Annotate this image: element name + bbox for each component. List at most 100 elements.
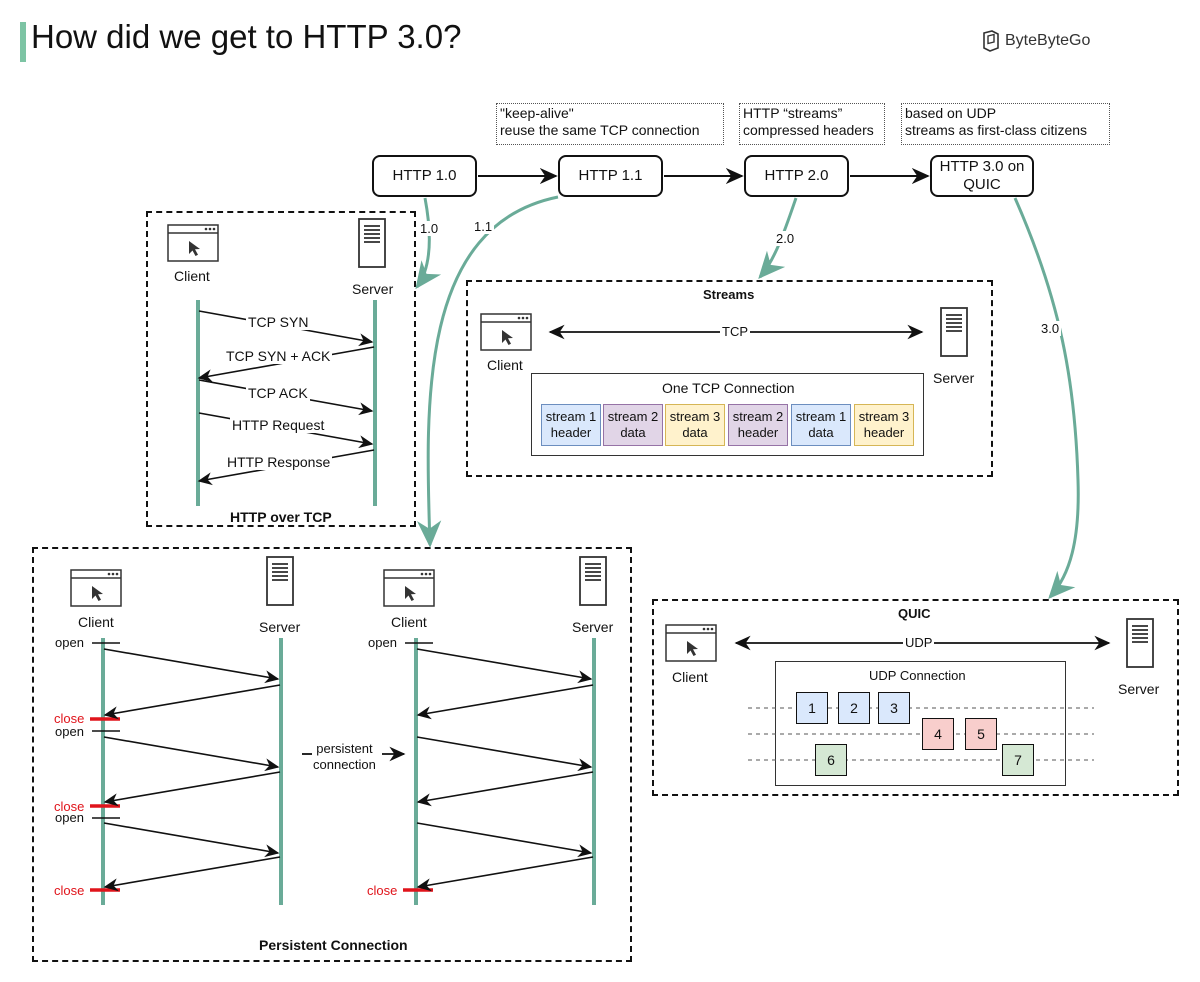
server-label: Server [572,619,614,635]
pane-title-http-over-tcp: HTTP over TCP [230,509,332,525]
client-icon [665,624,717,662]
client-icon [70,569,122,607]
stream-box-line1: stream 1 [795,409,847,424]
edge-label-10: 1.0 [418,221,441,236]
request-arrow [103,736,280,772]
close-label: close [54,799,85,814]
request-arrow [416,736,593,772]
udp-packet: 3 [878,692,910,724]
msg-tcp-synack: TCP SYN + ACK [224,348,333,364]
connector-http30 [1013,197,1080,599]
connector-http11 [417,195,559,548]
udp-packet: 1 [796,692,828,724]
persistent-label-line2: connection [313,757,376,772]
udp-link-label: UDP [903,635,935,650]
pane-streams [466,280,993,477]
persistent-label-line1: persistent [316,741,373,756]
client-label: Client [78,614,114,630]
pane-title-quic: QUIC [898,606,931,621]
note-http11-line2: reuse the same TCP connection [500,122,700,138]
stream-box-line2: header [737,425,779,440]
response-arrow [416,856,594,892]
pane-persistent-connection [32,547,632,962]
pane-title-persistent-connection: Persistent Connection [259,937,408,953]
udp-packet: 4 [922,718,954,750]
note-http20-line1: HTTP “streams” [743,105,843,121]
udp-packet: 6 [815,744,847,776]
server-label: Server [933,370,975,386]
stream-box-line1: stream 2 [732,409,784,424]
edge-label-11: 1.1 [472,219,495,234]
pc-left-messages [103,648,281,892]
response-arrow [103,856,281,892]
server-icon [266,556,294,606]
brand-name: ByteByteGo [1005,32,1091,49]
client-icon [167,224,219,262]
persistent-connection-label: persistent connection [313,741,376,773]
stream-box-line1: stream 3 [858,409,910,424]
server-label: Server [1118,681,1160,697]
stream-box-line1: stream 2 [607,409,659,424]
note-http30: based on UDP streams as first-class citi… [901,103,1110,145]
response-arrow [103,684,281,720]
tcp-connection-label: One TCP Connection [662,380,795,396]
client-icon [480,313,532,351]
request-arrow [416,648,593,684]
client-icon [383,569,435,607]
note-http30-line2: streams as first-class citizens [905,122,1088,138]
close-label: close [54,711,85,726]
stream-box-line1: stream 1 [545,409,597,424]
msg-tcp-ack: TCP ACK [246,385,310,401]
edge-label-30: 3.0 [1039,321,1062,336]
request-arrow [103,822,280,858]
title-accent-bar [20,22,26,62]
udp-packet: 2 [838,692,870,724]
stream-box-line2: header [550,425,592,440]
response-arrow [416,684,594,720]
close-label: close [54,883,85,898]
server-label: Server [259,619,301,635]
server-icon [579,556,607,606]
stream-box-line2: header [863,425,905,440]
close-label: close [367,883,398,898]
note-http20-line2: compressed headers [743,122,874,138]
server-label: Server [352,281,394,297]
note-http11: "keep-alive" reuse the same TCP connecti… [496,103,724,145]
stream-box-line2: data [620,425,646,440]
pc-left-ticks [92,642,120,819]
tcp-link-label: TCP [720,324,750,339]
server-icon [940,307,968,357]
note-http11-line1: "keep-alive" [500,105,574,121]
msg-tcp-syn: TCP SYN [246,314,311,330]
client-label: Client [391,614,427,630]
response-arrow [416,771,594,807]
msg-http-request: HTTP Request [230,417,327,433]
open-label: open [368,635,397,650]
stream-box-line1: stream 3 [669,409,721,424]
stream-box-line2: data [682,425,708,440]
brand-logo: ByteByteGo [982,30,1090,52]
pane-title-streams: Streams [703,287,755,302]
pane-quic [652,599,1179,796]
version-http20-node: HTTP 2.0 [744,155,849,197]
server-icon [1126,618,1154,668]
page-title: How did we get to HTTP 3.0? [31,18,462,55]
version-http11-node: HTTP 1.1 [558,155,663,197]
pane-http-over-tcp [146,211,416,527]
server-icon [358,218,386,268]
pc-right-messages [416,648,594,892]
open-label: open [55,635,84,650]
udp-packet: 7 [1002,744,1034,776]
version-http30-node: HTTP 3.0 on QUIC [930,155,1034,197]
connector-http10 [415,197,442,290]
version-http10-node: HTTP 1.0 [372,155,477,197]
msg-http-response: HTTP Response [225,454,333,470]
open-label: open [55,724,84,739]
